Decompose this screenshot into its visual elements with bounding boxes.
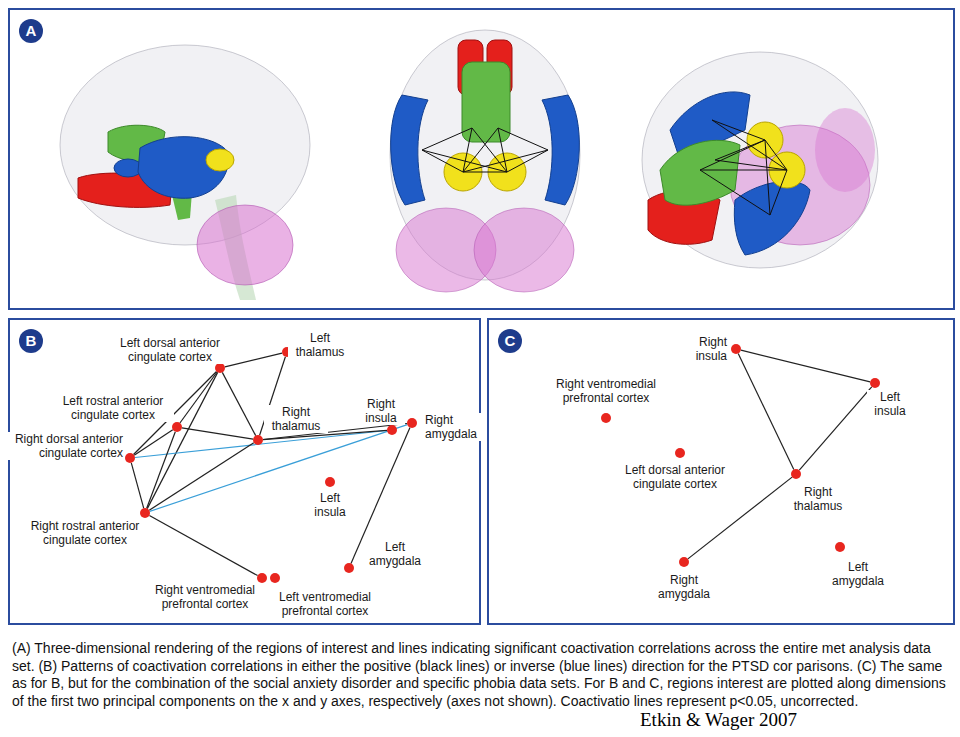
panel-letter: A — [19, 19, 43, 43]
coactivation-line — [741, 350, 870, 382]
panel-letter: C — [498, 329, 522, 353]
region-label: Left rostral anterior cingulate cortex — [52, 394, 174, 422]
region-label: Right amygdala — [652, 573, 716, 601]
region-dot: Right rostral anterior cingulate cortex — [140, 508, 150, 518]
region-dot: Right thalamus — [791, 469, 801, 479]
figure-panel: C Right insulaRight ventromedial prefront… — [487, 318, 955, 625]
region-dot: Left thalamus — [282, 347, 292, 357]
region-dot: Left ventromedial prefrontal cortex — [270, 573, 280, 583]
region-dot: Left amygdala — [835, 542, 845, 552]
coactivation-line — [180, 372, 217, 423]
coactivation-line — [131, 463, 143, 508]
sagittal-view — [60, 45, 310, 300]
figure-caption: (A) Three-dimensional rendering of the r… — [12, 640, 956, 710]
figure-panel: BLeft dorsal anterior cingulate cortexLe… — [8, 318, 481, 625]
coactivation-line — [225, 353, 282, 367]
region-label: Left amygdala — [826, 560, 890, 588]
region-label: Right thalamus — [786, 485, 850, 513]
region-dot: Right thalamus — [253, 435, 263, 445]
region-dot: Left dorsal anterior cingulate cortex — [215, 363, 225, 373]
region-label: Left dorsal anterior cingulate cortex — [614, 463, 736, 491]
region-dot: Right amygdala — [407, 418, 417, 428]
region-label: Right insula — [358, 397, 405, 425]
region-dot: Right insula — [387, 425, 397, 435]
coactivation-line — [149, 515, 257, 575]
region-dot: Right dorsal anterior cingulate cortex — [125, 453, 135, 463]
region-label: Left ventromedial prefrontal cortex — [268, 590, 382, 618]
source-credit: Etkin & Wager 2007 — [640, 709, 797, 731]
region-label: Right amygdala — [424, 413, 488, 441]
coactivation-line — [799, 387, 871, 470]
region-label: Right ventromedial prefrontal cortex — [549, 377, 663, 405]
coactivation-line — [222, 372, 255, 435]
coactivation-line — [134, 430, 173, 455]
panel-letter: B — [19, 329, 43, 353]
axial-view — [390, 30, 580, 292]
region-dot: Right amygdala — [679, 557, 689, 567]
region-dot: Left rostral anterior cingulate cortex — [172, 422, 182, 432]
region-label: Right ventromedial prefrontal cortex — [148, 583, 262, 611]
region-label: Left insula — [307, 491, 354, 519]
region-dot: Left dorsal anterior cingulate cortex — [675, 448, 685, 458]
region-dot: Right ventromedial prefrontal cortex — [257, 573, 267, 583]
region-label: Left amygdala — [363, 540, 427, 568]
region-dot: Right insula — [731, 344, 741, 354]
region-label: Right thalamus — [264, 405, 328, 433]
region-label: Left dorsal anterior cingulate cortex — [109, 336, 231, 364]
coactivation-line — [149, 443, 254, 511]
coactivation-line — [182, 428, 253, 439]
region-dot: Right ventromedial prefrontal cortex — [601, 413, 611, 423]
figure-panel: A — [8, 8, 955, 310]
region-dot: Left amygdala — [344, 563, 354, 573]
oblique-view — [642, 52, 878, 268]
region-label: Right rostral anterior cingulate cortex — [24, 519, 146, 547]
region-label: Left insula — [867, 390, 914, 418]
region-label: Right insula — [681, 335, 728, 363]
coactivation-line — [738, 354, 794, 470]
region-label: Right dorsal anterior cingulate cortex — [4, 432, 124, 460]
region-label: Left thalamus — [288, 331, 352, 359]
region-dot: Left insula — [325, 477, 335, 487]
region-dot: Left insula — [870, 378, 880, 388]
